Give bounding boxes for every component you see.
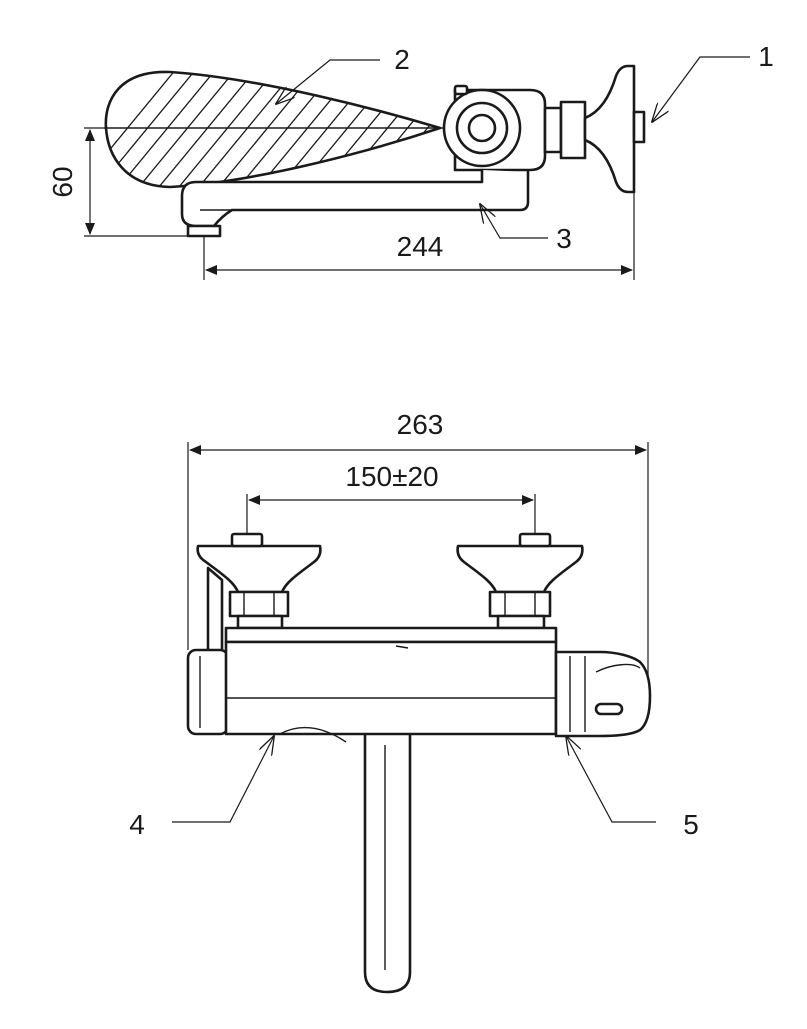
callout-1: 1 (652, 41, 774, 122)
callout-4-label: 4 (129, 809, 145, 840)
side-view: 60 244 1 2 3 (47, 41, 774, 280)
callout-3-label: 3 (556, 223, 572, 254)
right-escutcheon (456, 532, 584, 630)
callout-2: 2 (276, 44, 410, 104)
thermostat-handle (554, 650, 652, 738)
length-label: 244 (397, 231, 444, 262)
callout-1-label: 1 (758, 41, 774, 72)
width-label: 263 (397, 409, 444, 440)
dimension-height-60: 60 (47, 127, 188, 237)
callout-4: 4 (129, 736, 274, 840)
callout-5: 5 (566, 736, 699, 840)
spout-front (363, 730, 412, 994)
mixer-body-front (186, 626, 558, 743)
dimension-width-263: 263 (187, 409, 649, 676)
front-view: 263 150±20 4 5 (129, 409, 699, 994)
mixer-body-side (442, 64, 646, 194)
dimension-spacing-150: 150±20 (246, 461, 536, 534)
callout-2-label: 2 (394, 44, 410, 75)
spacing-label: 150±20 (345, 461, 438, 492)
callout-5-label: 5 (683, 809, 699, 840)
height-label: 60 (47, 166, 78, 197)
dimension-length-244: 244 (203, 192, 635, 280)
callout-3: 3 (480, 204, 572, 254)
